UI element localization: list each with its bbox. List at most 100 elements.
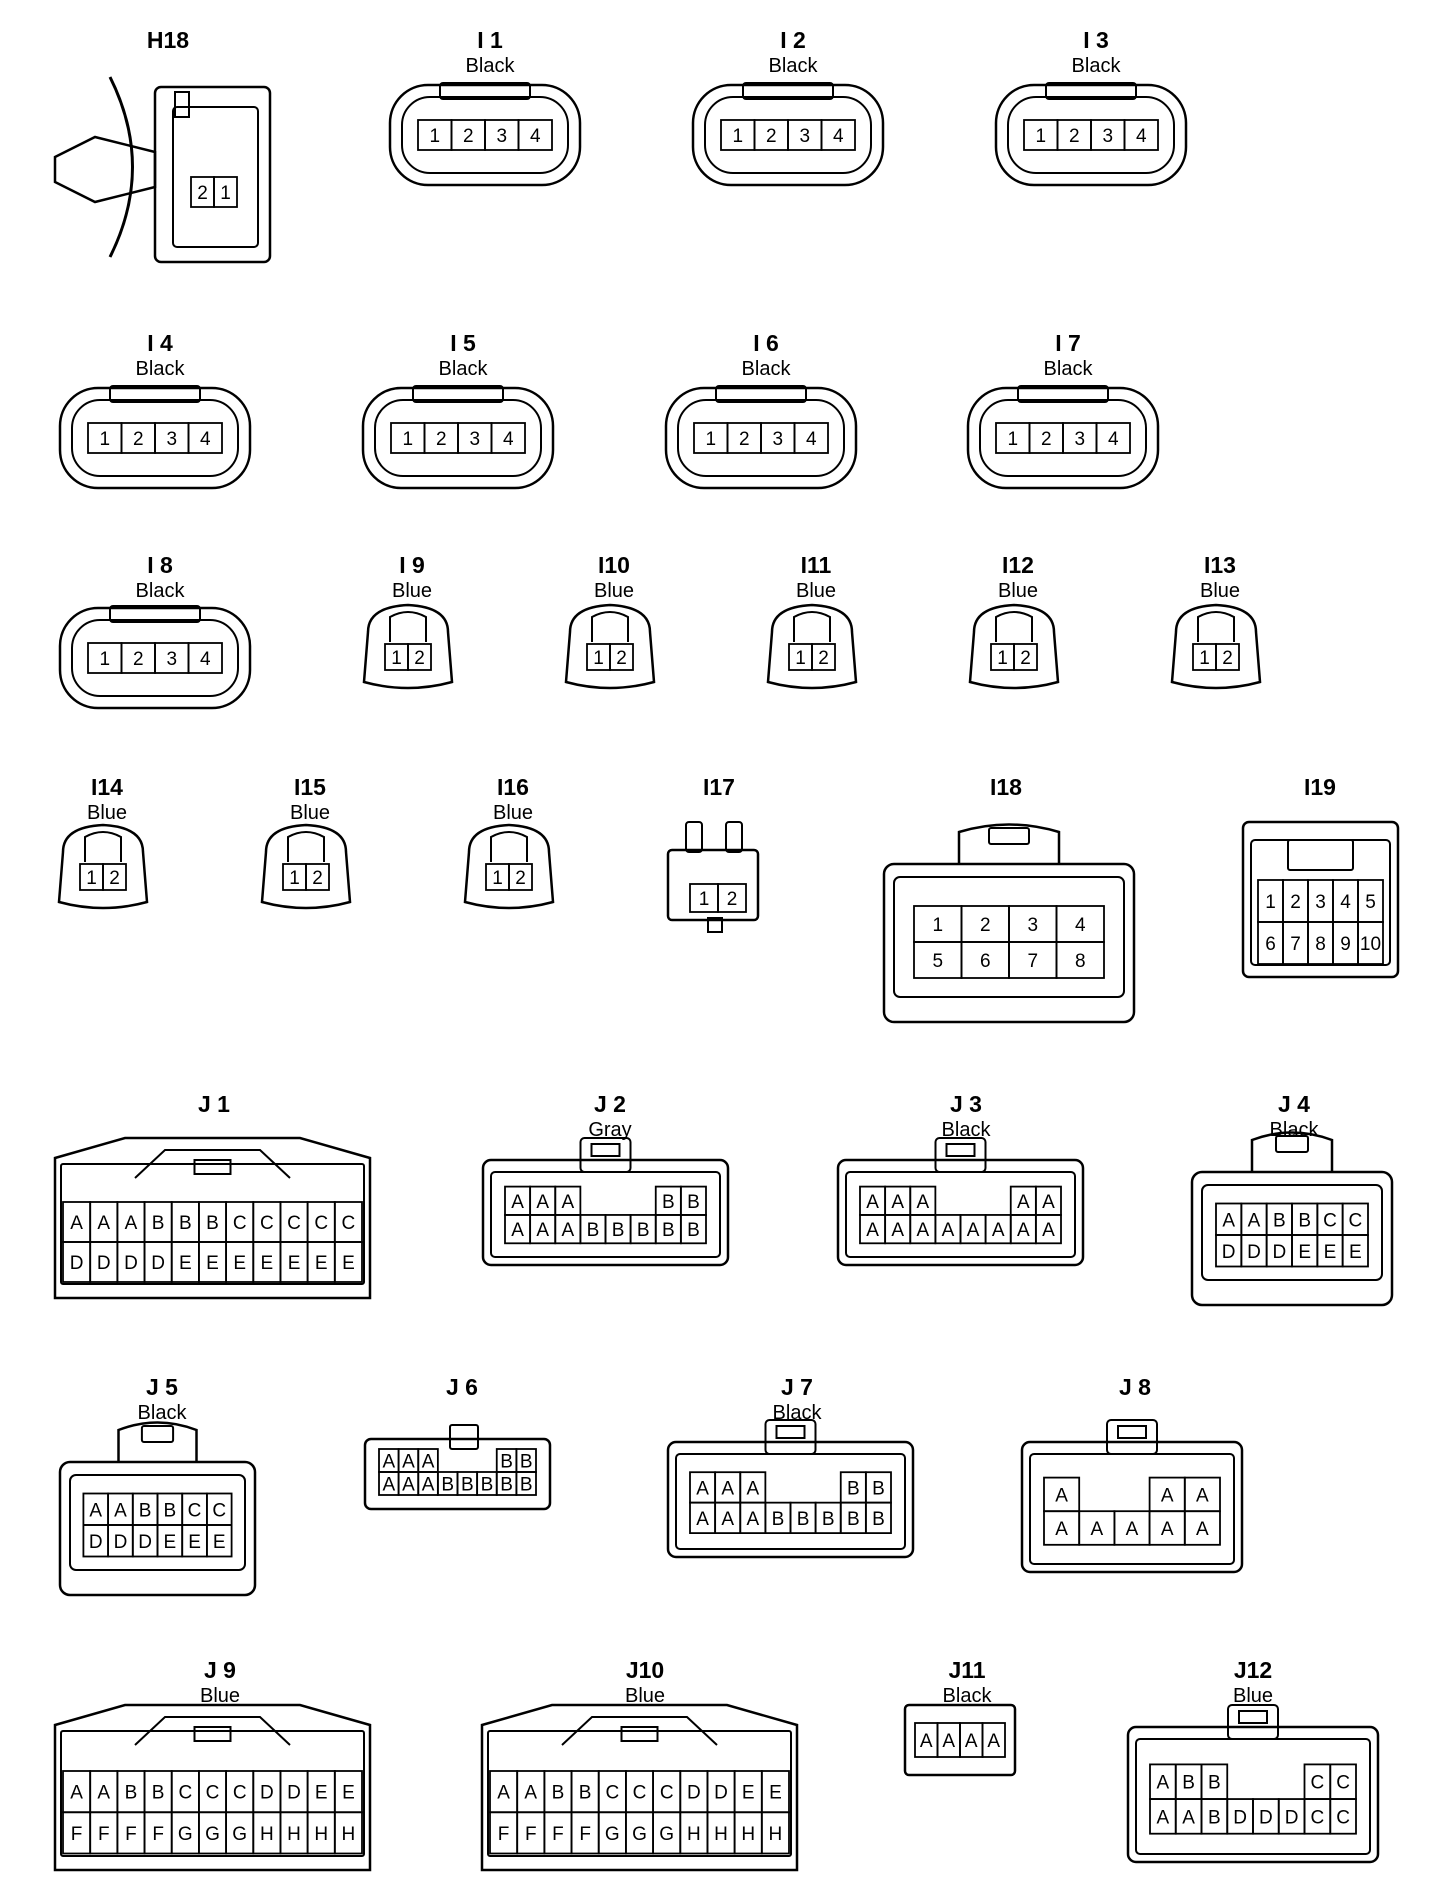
pin-label: A	[916, 1220, 929, 1241]
connector-id-label: H18	[147, 27, 189, 53]
pin-label: A	[536, 1192, 549, 1213]
pin-label: 1	[1265, 892, 1276, 913]
housing-outline	[590, 1143, 621, 1157]
pin-label: 5	[1365, 892, 1376, 913]
housing-outline	[463, 823, 555, 910]
pin-cavity	[760, 1811, 790, 1855]
pin-label: C	[1348, 1210, 1362, 1231]
pin-label: A	[1017, 1192, 1030, 1213]
pin-label: 1	[997, 648, 1008, 669]
pin-label: G	[632, 1824, 647, 1845]
pin-cavity	[811, 643, 836, 671]
pin-label: A	[422, 1475, 435, 1496]
pin-label: A	[1222, 1210, 1235, 1231]
pin-label: 4	[200, 649, 211, 670]
pin-cavity	[793, 422, 829, 454]
pin-label: A	[1161, 1519, 1174, 1540]
pin-label: 2	[414, 648, 425, 669]
pin-label: A	[992, 1220, 1005, 1241]
connector-id-label: J 4	[1278, 1091, 1310, 1117]
housing-outline	[704, 96, 872, 174]
pin-label: A	[1157, 1773, 1170, 1794]
pin-label: 4	[1108, 429, 1119, 450]
pin-label: D	[714, 1783, 728, 1804]
pin-label: A	[89, 1500, 102, 1521]
pin-label: 2	[1041, 429, 1052, 450]
connector-color-label: Black	[942, 1119, 992, 1141]
pin-label: A	[1017, 1220, 1030, 1241]
connector-id-label: J11	[948, 1657, 985, 1683]
pin-label: A	[1042, 1220, 1055, 1241]
pin-label: F	[71, 1824, 83, 1845]
connector-color-label: Black	[943, 1685, 993, 1707]
housing-outline	[966, 386, 1160, 490]
housing-outline	[666, 848, 760, 922]
pin-label: C	[287, 1213, 301, 1234]
pin-label: 4	[833, 126, 844, 147]
pin-label: D	[70, 1253, 84, 1274]
pin-label: G	[659, 1824, 674, 1845]
connector-color-label: Blue	[392, 580, 432, 602]
housing-outline	[449, 1424, 479, 1450]
pin-label: 1	[932, 915, 943, 936]
housing-outline	[401, 96, 569, 174]
housing-outline	[945, 1143, 976, 1157]
connector-id-label: I13	[1204, 552, 1236, 578]
pin-label: 1	[1035, 126, 1046, 147]
pin-label: B	[662, 1220, 675, 1241]
connector-id-label: J 6	[446, 1374, 478, 1400]
pin-label: B	[1298, 1210, 1311, 1231]
housing-outline	[995, 611, 1033, 642]
pin-label: 2	[463, 126, 474, 147]
housing-outline	[1190, 1170, 1394, 1307]
pin-cavity	[187, 422, 223, 454]
pin-label: A	[524, 1783, 537, 1804]
housing-outline	[172, 106, 259, 248]
housing-outline	[1017, 385, 1109, 403]
pin-label: B	[797, 1509, 810, 1530]
pin-label: B	[481, 1475, 494, 1496]
pin-label: G	[232, 1824, 247, 1845]
pin-label: F	[498, 1824, 510, 1845]
pin-label: 3	[469, 429, 480, 450]
connector-color-label: Blue	[594, 580, 634, 602]
connector-id-label: J 7	[781, 1374, 813, 1400]
pin-label: 2	[616, 648, 627, 669]
housing-outline	[134, 1149, 291, 1179]
connector-color-label: Black	[136, 358, 186, 380]
pin-label: A	[1090, 1519, 1103, 1540]
pin-label: 4	[1075, 915, 1086, 936]
pin-cavity	[187, 642, 223, 674]
housing-outline	[561, 1716, 718, 1746]
pin-label: A	[536, 1220, 549, 1241]
pin-label: A	[987, 1731, 1000, 1752]
connector-id-label: J 8	[1119, 1374, 1151, 1400]
pin-label: B	[500, 1475, 513, 1496]
housing-outline	[979, 399, 1147, 477]
pin-label: D	[89, 1532, 103, 1553]
pin-label: 6	[980, 951, 991, 972]
pin-label: C	[1311, 1807, 1325, 1828]
housing-outline	[57, 823, 149, 910]
pin-label: D	[97, 1253, 111, 1274]
pin-label: E	[342, 1253, 355, 1274]
pin-label: A	[1182, 1807, 1195, 1828]
pin-label: A	[967, 1220, 980, 1241]
connector-id-label: I 8	[147, 552, 173, 578]
housing-outline	[71, 619, 239, 697]
pin-label: E	[164, 1532, 177, 1553]
pin-label: A	[696, 1509, 709, 1530]
pin-label: D	[1285, 1807, 1299, 1828]
pin-cavity	[305, 863, 330, 891]
pin-label: 3	[166, 429, 177, 450]
housing-outline	[117, 1421, 198, 1462]
pin-label: 2	[1222, 648, 1233, 669]
pin-label: 3	[1027, 915, 1038, 936]
